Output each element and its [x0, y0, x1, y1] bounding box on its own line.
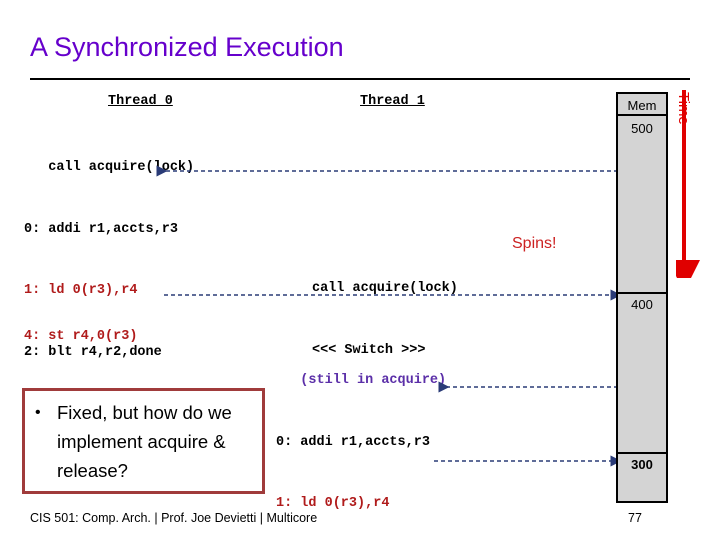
thread1-header: Thread 1 — [360, 94, 425, 109]
callout-text: Fixed, but how do we implement acquire &… — [57, 402, 232, 481]
callout-box: • Fixed, but how do we implement acquire… — [22, 388, 265, 494]
code-line-switch: <<< Switch >>> — [312, 342, 426, 358]
memory-value-cell: 300 — [631, 457, 653, 472]
load-arrow-thread1 — [438, 381, 618, 393]
memory-value-cell: 500 — [631, 121, 653, 136]
spins-annotation: Spins! — [512, 235, 557, 252]
thread0-header: Thread 0 — [108, 94, 173, 109]
code-line-note: (still in acquire) — [276, 373, 447, 388]
store-arrow-thread1 — [434, 455, 620, 467]
memory-column-header: Mem — [618, 96, 666, 116]
thread1-code-block-2: (still in acquire) 0: addi r1,accts,r3 1… — [276, 330, 446, 540]
memory-cell-divider — [618, 452, 666, 454]
bullet-icon: • — [35, 404, 41, 421]
code-line: 2: blt r4,r2,done — [24, 344, 162, 360]
footer-text: CIS 501: Comp. Arch. | Prof. Joe Deviett… — [30, 511, 318, 525]
code-line-highlight: 1: ld 0(r3),r4 — [24, 283, 138, 298]
memory-value-cell: 400 — [631, 297, 653, 312]
time-axis-label: Time — [675, 92, 692, 125]
time-axis-arrow — [676, 90, 700, 278]
memory-cell-divider — [618, 292, 666, 294]
code-line-highlight: 1: ld 0(r3),r4 — [276, 496, 390, 511]
page-title: A Synchronized Execution — [30, 32, 344, 62]
code-line: call acquire(lock) — [312, 281, 458, 296]
thread1-code-block-1: call acquire(lock) <<< Switch >>> — [312, 238, 458, 402]
load-arrow-thread0 — [156, 165, 618, 177]
title-divider — [30, 78, 690, 80]
code-line: 0: addi r1,accts,r3 — [276, 434, 430, 450]
memory-column: Mem 500 400 300 — [616, 92, 668, 503]
code-line-highlight: 4: st r4,0(r3) — [24, 329, 138, 344]
store-arrow-thread0 — [164, 289, 620, 301]
page-number: 77 — [628, 511, 642, 525]
callout-content: • Fixed, but how do we implement acquire… — [35, 398, 260, 485]
code-line: 0: addi r1,accts,r3 — [24, 221, 178, 237]
